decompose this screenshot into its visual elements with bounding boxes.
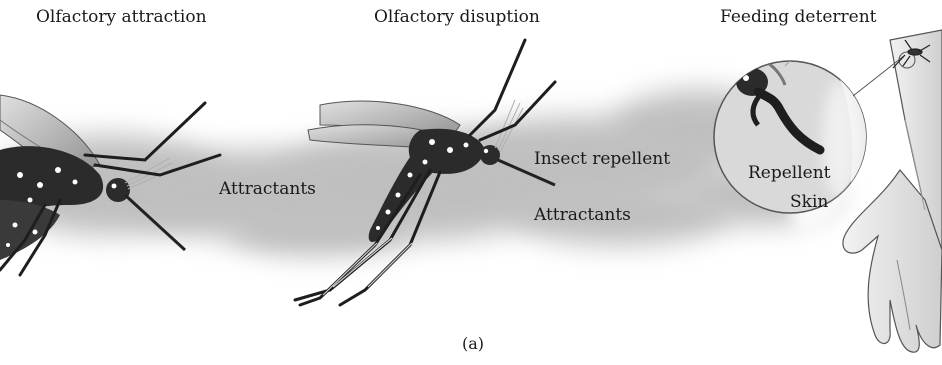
label-attractants-center: Attractants: [534, 207, 631, 224]
panel-title-olfactory-attraction: Olfactory attraction: [36, 9, 207, 26]
figure-caption: (a): [462, 336, 484, 352]
panel-title-olfactory-disruption: Olfactory disuption: [374, 9, 540, 26]
label-skin: Skin: [790, 194, 828, 211]
label-insect-repellent: Insect repellent: [534, 151, 670, 168]
panel-title-feeding-deterrent: Feeding deterrent: [720, 9, 876, 26]
label-repellent: Repellent: [748, 165, 831, 182]
label-attractants-left: Attractants: [219, 181, 316, 198]
